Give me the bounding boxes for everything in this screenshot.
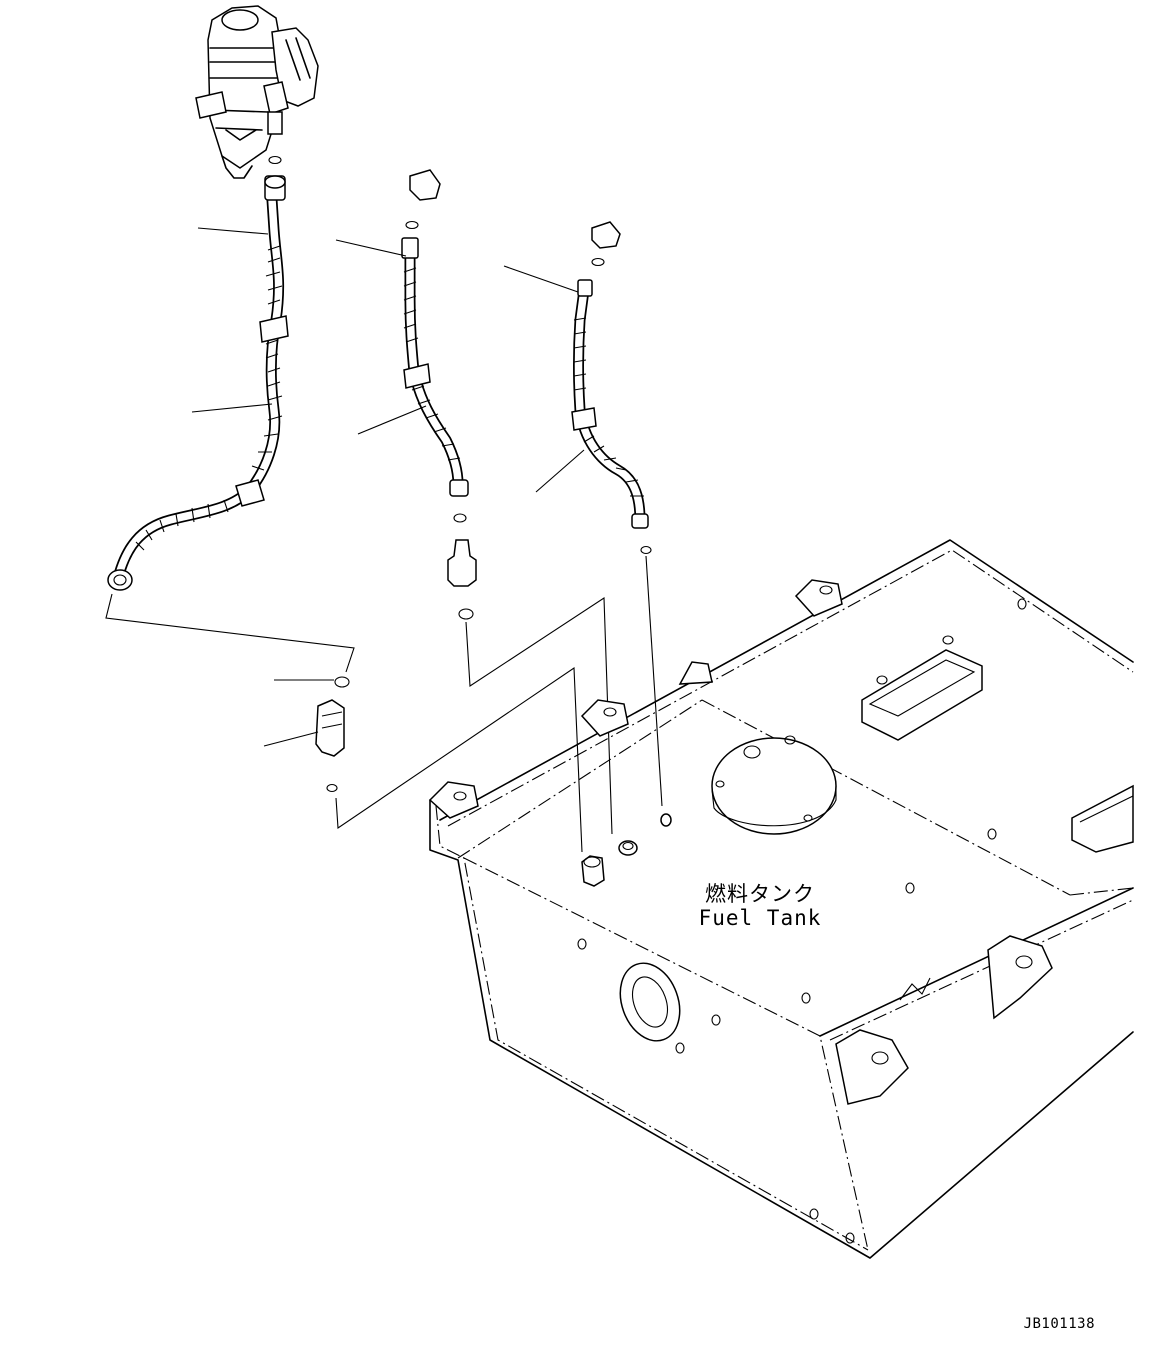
fuel-tank-label: 燃料タンク Fuel Tank bbox=[680, 882, 840, 930]
fuel-hose-middle bbox=[401, 169, 469, 497]
fuel-tank-label-english: Fuel Tank bbox=[698, 906, 822, 930]
fuel-tank-label-japanese: 燃料タンク bbox=[705, 882, 815, 906]
callout-leader-lines bbox=[191, 227, 585, 747]
fuel-hose-long bbox=[107, 175, 289, 591]
document-id: JB101138 bbox=[1023, 1316, 1095, 1332]
fuel-hose-right bbox=[571, 221, 649, 529]
assembly-route-lines bbox=[105, 555, 663, 853]
fuel-filter-assembly bbox=[195, 5, 319, 179]
fittings bbox=[315, 513, 652, 793]
fuel-tank bbox=[428, 539, 1134, 1259]
